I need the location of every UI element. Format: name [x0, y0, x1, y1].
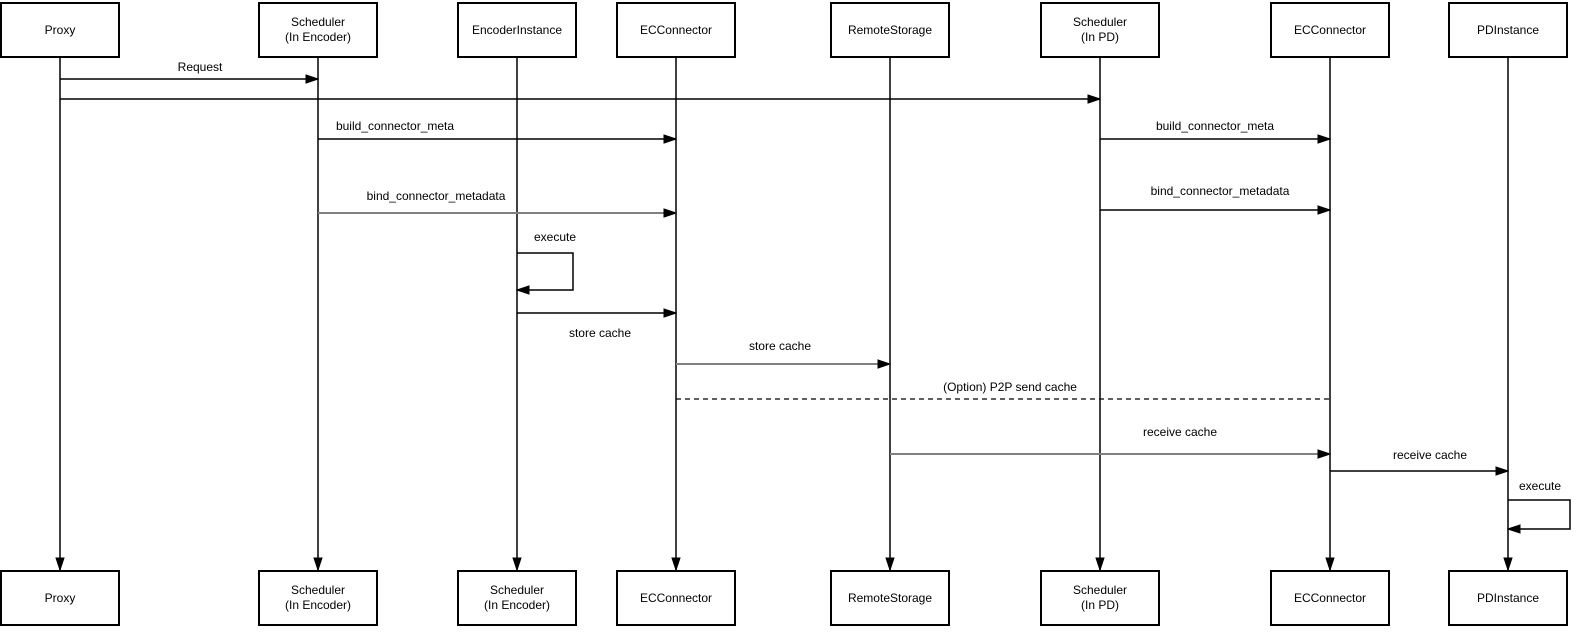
actor-box-ec-connector-pd-top: ECConnector — [1270, 2, 1390, 58]
self-loop-execute-pd — [1508, 499, 1571, 529]
message-label-request: Request — [176, 60, 224, 74]
actor-label: (In PD) — [1080, 30, 1119, 44]
actor-label: RemoteStorage — [847, 22, 933, 37]
actor-label: EncoderInstance — [471, 22, 563, 37]
actor-label: Scheduler — [290, 583, 346, 597]
actor-label: ECConnector — [1293, 22, 1367, 37]
actor-label: Scheduler — [1072, 583, 1128, 597]
message-label-receive-cache-pd: receive cache — [1391, 448, 1469, 462]
message-label-bind-connector-metadata-encoder: bind_connector_metadata — [365, 189, 507, 203]
actor-box-scheduler-pd-top: Scheduler (In PD) — [1040, 2, 1160, 58]
actor-box-ec-connector-encoder-top: ECConnector — [616, 2, 736, 58]
message-label-p2p-send-cache: (Option) P2P send cache — [942, 380, 1078, 394]
message-label-execute-pd: execute — [1517, 479, 1563, 493]
actor-box-pd-instance-top: PDInstance — [1448, 2, 1568, 58]
actor-box-remote-storage-bottom: RemoteStorage — [830, 570, 950, 626]
actor-box-ec-connector-encoder-bottom: ECConnector — [616, 570, 736, 626]
actor-box-encoder-instance-bottom: Scheduler (In Encoder) — [457, 570, 577, 626]
actor-box-scheduler-pd-bottom: Scheduler (In PD) — [1040, 570, 1160, 626]
actor-box-pd-instance-bottom: PDInstance — [1448, 570, 1568, 626]
actor-box-remote-storage-top: RemoteStorage — [830, 2, 950, 58]
actor-label: ECConnector — [1293, 590, 1367, 605]
message-label-build-connector-meta-encoder: build_connector_meta — [334, 119, 456, 133]
actor-label: PDInstance — [1476, 590, 1540, 605]
actor-label: (In PD) — [1080, 598, 1119, 612]
actor-box-ec-connector-pd-bottom: ECConnector — [1270, 570, 1390, 626]
self-loop-execute-encoder — [517, 252, 574, 290]
actor-label: RemoteStorage — [847, 590, 933, 605]
actor-label: PDInstance — [1476, 22, 1540, 37]
actor-box-scheduler-encoder-top: Scheduler (In Encoder) — [258, 2, 378, 58]
message-label-execute-encoder: execute — [532, 230, 578, 244]
actor-label: (In Encoder) — [483, 598, 551, 612]
actor-label: Proxy — [44, 22, 76, 37]
actor-label: Proxy — [44, 590, 76, 605]
actor-box-encoder-instance-top: EncoderInstance — [457, 2, 577, 58]
message-label-store-cache-encoder: store cache — [567, 326, 633, 340]
actor-box-proxy-bottom: Proxy — [0, 570, 120, 626]
actor-label: Scheduler — [489, 583, 545, 597]
actor-label: ECConnector — [639, 22, 713, 37]
actor-label: Scheduler — [1072, 15, 1128, 29]
actor-label: ECConnector — [639, 590, 713, 605]
actor-box-scheduler-encoder-bottom: Scheduler (In Encoder) — [258, 570, 378, 626]
message-label-store-cache-remote: store cache — [747, 339, 813, 353]
message-label-bind-connector-metadata-pd: bind_connector_metadata — [1149, 184, 1291, 198]
actor-label: Scheduler — [290, 15, 346, 29]
actor-box-proxy-top: Proxy — [0, 2, 120, 58]
message-label-build-connector-meta-pd: build_connector_meta — [1154, 119, 1276, 133]
message-label-receive-cache-connector: receive cache — [1141, 425, 1219, 439]
actor-label: (In Encoder) — [284, 30, 352, 44]
actor-label: (In Encoder) — [284, 598, 352, 612]
